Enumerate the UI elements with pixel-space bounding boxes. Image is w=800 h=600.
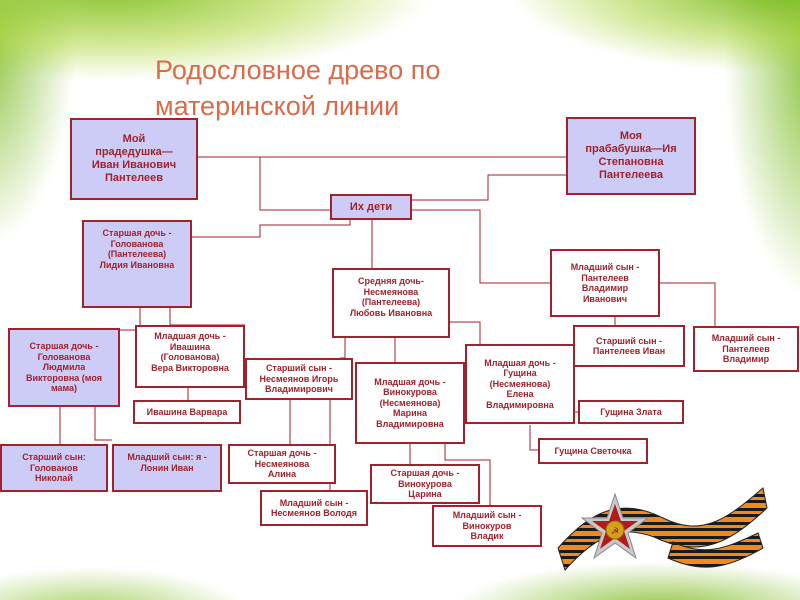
- connector-lyudmila-lonin: [94, 407, 112, 441]
- node-younger-daughter-vera: Младшая дочь - Ивашина (Голованова) Вера…: [135, 325, 245, 388]
- node-elder-daughter-tsarina: Старшая дочь - Винокурова Царина: [370, 464, 480, 504]
- connector-lyubov-elena: [448, 321, 481, 344]
- node-children-header: Их дети: [330, 194, 412, 220]
- connector-lyubov-igor: [340, 338, 346, 359]
- svg-text:☭: ☭: [611, 527, 619, 537]
- node-ivashina-varvara: Ивашина Варвара: [133, 400, 241, 424]
- page-title: Родословное древо по материнской линии: [155, 55, 441, 121]
- node-gushchina-svetochka: Гущина Светочка: [538, 438, 648, 464]
- connector-children-vladimir-iv: [412, 209, 550, 284]
- connector-to-children: [259, 157, 330, 211]
- node-middle-daughter-lyubov: Средняя дочь- Несмеянова (Пантелеева) Лю…: [332, 268, 450, 338]
- node-younger-son-vladimir-ivanovich: Младший сын - Пантелеев Владимир Иванови…: [550, 249, 660, 317]
- connector-children-lidiya: [190, 220, 351, 238]
- node-younger-son-vladimir: Младший сын - Пантелеев Владимир: [693, 326, 799, 372]
- connector-elena-svetochka: [529, 425, 540, 451]
- node-great-grandfather: Мой прадедушка— Иван Иванович Пантелеев: [70, 118, 198, 200]
- connector-vladimir-vladimir: [660, 282, 716, 326]
- order-medal-ribbon-image: ☭: [557, 487, 768, 571]
- node-younger-daughter-marina: Младшая дочь - Винокурова (Несмеянова) М…: [355, 362, 465, 444]
- node-elder-son-nikolay: Старший сын: Голованов Николай: [0, 444, 108, 492]
- node-elder-daughter-lyudmila: Старшая дочь - Голованова Людмила Виктор…: [8, 328, 120, 407]
- connector-to-children-right: [412, 174, 566, 201]
- connector-marina-vladik: [444, 444, 491, 505]
- connector-lidiya-vera: [169, 308, 245, 326]
- node-gushchina-zlata: Гущина Злата: [578, 400, 684, 424]
- node-elder-son-ivan: Старший сын - Пантелеев Иван: [573, 325, 685, 367]
- node-younger-son-volodya: Младший сын - Несмеянов Володя: [260, 490, 368, 526]
- node-elder-daughter-alina: Старшая дочь - Несмеянова Алина: [228, 444, 336, 484]
- node-younger-son-lonin: Младший сын: я - Лонин Иван: [112, 444, 222, 492]
- node-elder-son-igor: Старший сын - Несмеянов Игорь Владимиров…: [245, 358, 353, 400]
- node-younger-daughter-elena: Младшая дочь - Гущина (Несмеянова) Елена…: [465, 344, 575, 424]
- connector-lidiya-children: [10, 308, 141, 331]
- node-younger-son-vladik: Младший сын - Винокуров Владик: [432, 505, 542, 547]
- node-elder-daughter-lidiya: Старшая дочь - Голованова (Пантелеева) Л…: [82, 220, 192, 308]
- node-great-grandmother: Моя прабабушка—Ия Степановна Пантелеева: [566, 117, 696, 195]
